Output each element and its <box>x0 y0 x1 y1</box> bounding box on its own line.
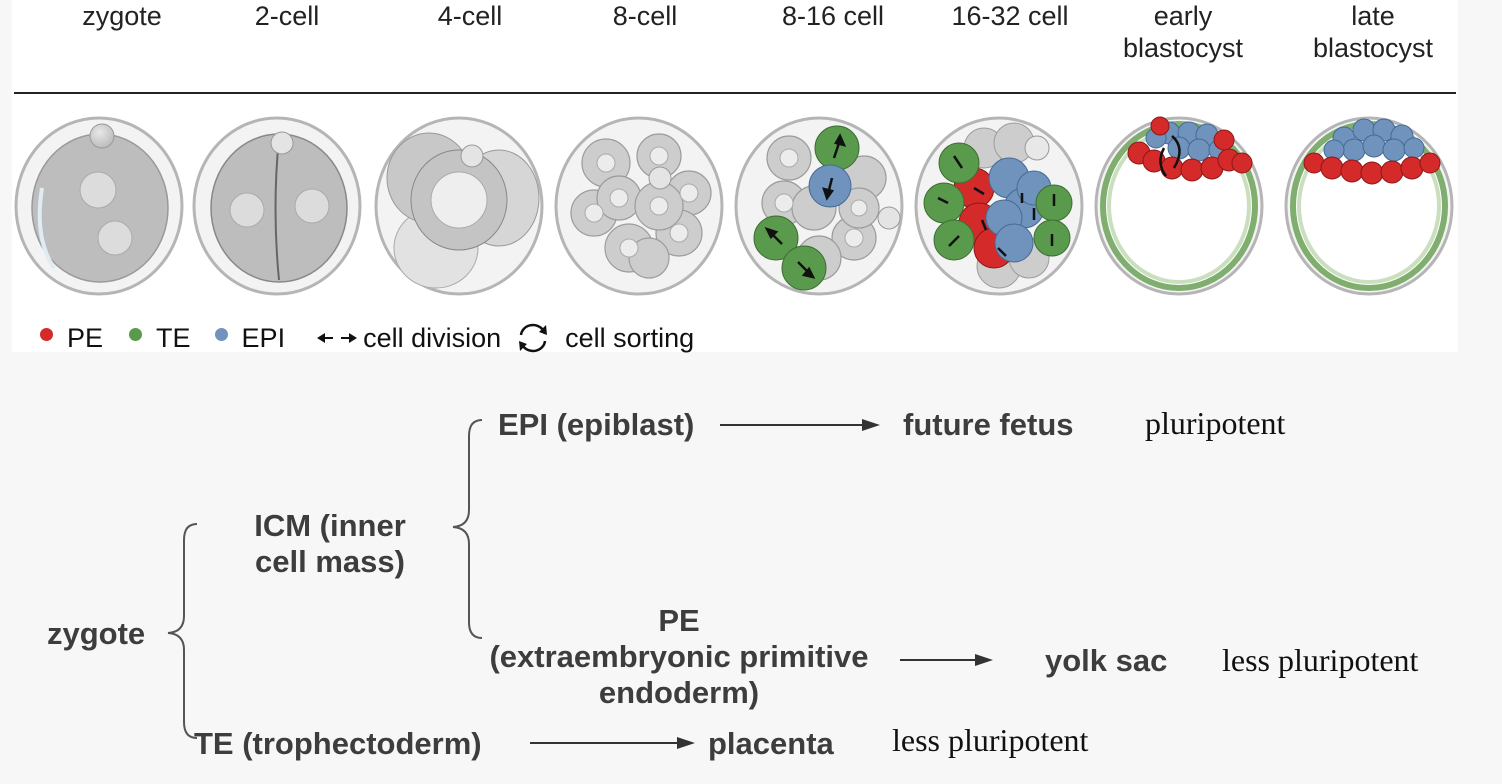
stage-label-line2: 2-cell <box>254 1 320 31</box>
pe-legend-dot <box>40 327 53 341</box>
stage-label-8-cell: 8-cell <box>575 0 715 32</box>
pe-legend-label: PE <box>67 322 104 353</box>
te-potency-label: less pluripotent <box>892 722 1089 758</box>
eight-cell-embryo <box>554 116 724 296</box>
stage-label-8-16-cell: 8-16 cell <box>763 0 903 32</box>
stage-label-4-cell: 4-cell <box>400 0 540 32</box>
te-legend-dot <box>129 327 143 341</box>
stage-label-2-cell: 2-cell <box>217 0 357 32</box>
pe-potency-label: less pluripotent <box>1222 642 1419 678</box>
stage-label-line2: zygote <box>82 1 162 31</box>
pe-node: PE (extraembryonic primitive endoderm) <box>464 603 894 711</box>
epi-legend-dot <box>214 327 228 341</box>
stage-label-line2: blastocyst <box>1122 33 1244 63</box>
zygote-node: zygote <box>47 616 146 651</box>
late-blastocyst-embryo <box>1284 116 1454 296</box>
pe-node-line3: endoderm) <box>598 675 760 710</box>
stage-label-early-blastocyst: early blastocyst <box>1113 0 1253 64</box>
stage-label-late-blastocyst: late blastocyst <box>1303 0 1443 64</box>
early-blastocyst-embryo <box>1094 116 1264 296</box>
te-legend-label: TE <box>156 322 191 353</box>
four-cell-embryo <box>374 116 544 296</box>
stage-label-zygote: zygote <box>52 0 192 32</box>
stage-label-line2: blastocyst <box>1312 33 1434 63</box>
icm-node-line2: cell mass) <box>255 544 405 579</box>
stage-label-line1: early <box>1153 1 1213 31</box>
cell-sorting-cycle-icon <box>519 323 548 353</box>
lineage-tree-connectors <box>167 419 993 749</box>
two-cell-embryo <box>192 116 362 296</box>
epi-legend-label: EPI <box>241 322 286 353</box>
placenta-node: placenta <box>708 726 834 761</box>
pe-node-line2: (extraembryonic primitive <box>489 639 869 674</box>
stage-label-line2: 4-cell <box>437 1 503 31</box>
stages-panel: zygote 2-cell 4-cell 8-cell 8-16 cell 16… <box>12 0 1458 353</box>
eight-to-sixteen-cell-embryo <box>734 116 904 296</box>
yolk-sac-node: yolk sac <box>1045 643 1168 678</box>
future-fetus-node: future fetus <box>903 407 1074 442</box>
stage-label-line2: 8-cell <box>612 1 678 31</box>
stage-label-line1: late <box>1351 1 1395 31</box>
sixteen-to-thirty-two-cell-embryo <box>914 116 1084 296</box>
epi-node: EPI (epiblast) <box>498 407 695 442</box>
zygote-embryo <box>14 116 184 296</box>
cell-division-arrows-icon <box>317 333 358 343</box>
cell-division-label: cell division <box>363 322 502 353</box>
stage-divider-line <box>14 92 1456 94</box>
epi-potency-label: pluripotent <box>1145 405 1286 441</box>
te-node: TE (trophectoderm) <box>194 726 482 761</box>
stage-label-line2: 16-32 cell <box>951 1 1069 31</box>
cell-sorting-label: cell sorting <box>565 322 695 353</box>
stage-label-line2: 8-16 cell <box>781 1 885 31</box>
legend: PE TE EPI cell division cell sorting <box>12 318 694 358</box>
icm-node-line1: ICM (inner <box>254 508 406 543</box>
stage-label-16-32-cell: 16-32 cell <box>940 0 1080 32</box>
pe-node-line1: PE <box>658 603 700 638</box>
icm-node: ICM (inner cell mass) <box>230 508 430 580</box>
